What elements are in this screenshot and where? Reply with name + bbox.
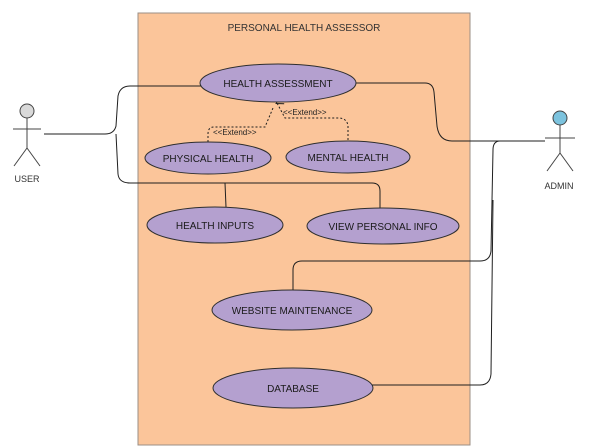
usecase-health-inputs-shape	[146, 206, 284, 244]
admin-right-leg	[559, 152, 574, 172]
usecase-website-maintenance-label: WEBSITE MAINTENANCE	[232, 306, 353, 317]
admin-left-leg	[546, 152, 561, 172]
admin-label: ADMIN	[545, 181, 574, 191]
admin-head	[552, 110, 568, 126]
usecase-mental-health-label: MENTAL HEALTH	[308, 153, 389, 164]
usecase-database-shape	[212, 367, 374, 409]
user-connector-trunk	[44, 85, 201, 135]
usecase-health-assessment-label: HEALTH ASSESSMENT	[223, 79, 332, 90]
extend-physical-arrow	[207, 107, 274, 142]
usecase-website-maintenance-shape	[211, 289, 373, 331]
usecase-physical-health-label: PHYSICAL HEALTH	[163, 154, 254, 165]
usecase-view-personal-info[interactable]: VIEW PERSONAL INFO	[306, 207, 460, 245]
usecase-database-label: DATABASE	[267, 384, 319, 395]
admin-actor[interactable]: ADMIN	[545, 110, 576, 191]
system-title: PERSONAL HEALTH ASSESSOR	[228, 23, 381, 34]
usecase-health-assessment-shape	[199, 63, 357, 103]
usecase-health-inputs[interactable]: HEALTH INPUTS	[146, 206, 284, 244]
user-left-leg	[13, 147, 28, 167]
user-head	[19, 103, 35, 119]
usecase-mental-health[interactable]: MENTAL HEALTH	[285, 140, 411, 174]
usecase-database[interactable]: DATABASE	[212, 367, 374, 409]
usecase-website-maintenance[interactable]: WEBSITE MAINTENANCE	[211, 289, 373, 331]
admin-to-website-maintenance-line	[292, 140, 545, 290]
user-right-leg	[26, 147, 41, 167]
user-actor[interactable]: USER	[13, 103, 41, 184]
admin-to-health-assessment-line	[355, 82, 545, 142]
user-to-view-info-line	[225, 182, 381, 208]
usecase-physical-health-shape	[144, 141, 272, 175]
admin-to-database-line	[372, 199, 494, 386]
extend-physical-label: <<Extend>>	[213, 128, 257, 137]
user-label: USER	[14, 174, 40, 184]
usecase-health-assessment[interactable]: HEALTH ASSESSMENT	[199, 63, 357, 103]
usecase-view-personal-info-label: VIEW PERSONAL INFO	[328, 222, 437, 233]
extend-mental-arrow	[275, 96, 349, 144]
usecase-health-inputs-label: HEALTH INPUTS	[176, 221, 254, 232]
user-to-health-inputs-line	[115, 133, 227, 208]
usecase-mental-health-shape	[285, 140, 411, 174]
extend-mental-label: <<Extend>>	[283, 108, 327, 117]
usecase-view-personal-info-shape	[306, 207, 460, 245]
usecase-physical-health[interactable]: PHYSICAL HEALTH	[144, 141, 272, 175]
